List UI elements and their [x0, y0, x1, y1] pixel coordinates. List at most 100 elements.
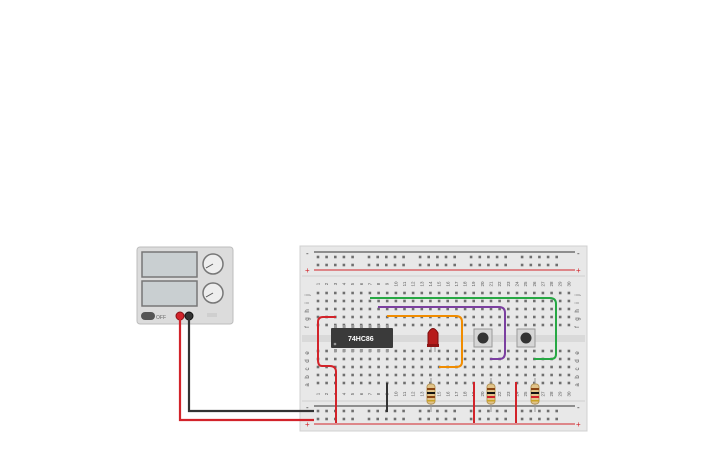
terminal-hole[interactable]: [541, 365, 545, 369]
terminal-hole[interactable]: [316, 381, 320, 385]
terminal-hole[interactable]: [403, 323, 406, 327]
terminal-hole[interactable]: [385, 357, 389, 361]
terminal-hole[interactable]: [429, 323, 432, 327]
terminal-hole[interactable]: [550, 307, 553, 311]
terminal-hole[interactable]: [325, 381, 328, 385]
rail-hole[interactable]: [555, 409, 558, 413]
rail-hole[interactable]: [351, 409, 354, 413]
terminal-hole[interactable]: [342, 357, 346, 361]
terminal-hole[interactable]: [455, 299, 458, 303]
wire-purple[interactable]: [378, 306, 506, 360]
terminal-hole[interactable]: [524, 299, 527, 303]
pushbutton-2[interactable]: [516, 328, 536, 348]
wire-green[interactable]: [370, 297, 557, 360]
terminal-hole[interactable]: [411, 299, 415, 303]
rail-hole[interactable]: [325, 255, 328, 259]
terminal-hole[interactable]: [394, 357, 398, 361]
terminal-hole[interactable]: [541, 323, 545, 327]
terminal-hole[interactable]: [558, 381, 562, 385]
terminal-hole[interactable]: [558, 365, 562, 369]
terminal-hole[interactable]: [533, 373, 536, 377]
terminal-hole[interactable]: [394, 381, 398, 385]
terminal-hole[interactable]: [420, 357, 424, 361]
terminal-hole[interactable]: [420, 373, 424, 377]
terminal-hole[interactable]: [368, 357, 372, 361]
terminal-hole[interactable]: [567, 365, 571, 369]
terminal-hole[interactable]: [567, 299, 571, 303]
terminal-hole[interactable]: [463, 291, 467, 295]
terminal-hole[interactable]: [429, 349, 432, 353]
terminal-hole[interactable]: [351, 315, 354, 319]
terminal-hole[interactable]: [472, 357, 475, 361]
rail-hole[interactable]: [529, 409, 533, 413]
terminal-hole[interactable]: [489, 299, 493, 303]
rail-hole[interactable]: [487, 263, 490, 267]
rail-hole[interactable]: [385, 255, 388, 259]
terminal-hole[interactable]: [550, 299, 553, 303]
terminal-hole[interactable]: [316, 299, 320, 303]
terminal-hole[interactable]: [558, 291, 562, 295]
terminal-hole[interactable]: [351, 307, 354, 311]
rail-hole[interactable]: [427, 263, 430, 267]
terminal-hole[interactable]: [463, 323, 467, 327]
terminal-hole[interactable]: [377, 299, 380, 303]
terminal-hole[interactable]: [403, 373, 406, 377]
terminal-hole[interactable]: [359, 365, 363, 369]
rail-hole[interactable]: [520, 409, 524, 413]
terminal-hole[interactable]: [342, 291, 346, 295]
terminal-hole[interactable]: [481, 299, 484, 303]
terminal-hole[interactable]: [567, 357, 571, 361]
rail-hole[interactable]: [555, 417, 558, 421]
terminal-hole[interactable]: [489, 315, 493, 319]
pushbutton-1[interactable]: [473, 328, 493, 348]
terminal-hole[interactable]: [403, 307, 406, 311]
resistor-3[interactable]: [530, 378, 540, 412]
terminal-hole[interactable]: [394, 299, 398, 303]
terminal-hole[interactable]: [498, 323, 501, 327]
rail-hole[interactable]: [504, 263, 507, 267]
rail-hole[interactable]: [436, 255, 439, 259]
terminal-hole[interactable]: [515, 373, 519, 377]
terminal-hole[interactable]: [507, 349, 510, 353]
terminal-hole[interactable]: [325, 307, 328, 311]
terminal-hole[interactable]: [455, 373, 458, 377]
rail-hole[interactable]: [453, 255, 456, 259]
terminal-hole[interactable]: [472, 323, 475, 327]
pushbutton-2-cap[interactable]: [520, 332, 532, 344]
terminal-hole[interactable]: [342, 307, 346, 311]
terminal-hole[interactable]: [463, 315, 467, 319]
terminal-hole[interactable]: [394, 365, 398, 369]
rail-hole[interactable]: [520, 255, 524, 259]
terminal-hole[interactable]: [472, 315, 475, 319]
terminal-hole[interactable]: [403, 291, 406, 295]
terminal-hole[interactable]: [558, 373, 562, 377]
terminal-hole[interactable]: [437, 349, 441, 353]
terminal-hole[interactable]: [394, 323, 398, 327]
terminal-hole[interactable]: [507, 357, 510, 361]
terminal-hole[interactable]: [325, 291, 328, 295]
terminal-hole[interactable]: [550, 373, 553, 377]
terminal-hole[interactable]: [394, 349, 398, 353]
rail-hole[interactable]: [546, 263, 550, 267]
terminal-hole[interactable]: [558, 357, 562, 361]
terminal-hole[interactable]: [507, 307, 510, 311]
terminal-hole[interactable]: [558, 349, 562, 353]
terminal-hole[interactable]: [420, 381, 424, 385]
terminal-hole[interactable]: [489, 291, 493, 295]
terminal-hole[interactable]: [533, 291, 536, 295]
terminal-hole[interactable]: [377, 357, 380, 361]
terminal-hole[interactable]: [342, 315, 346, 319]
terminal-hole[interactable]: [377, 381, 380, 385]
terminal-hole[interactable]: [334, 299, 337, 303]
rail-hole[interactable]: [538, 409, 541, 413]
terminal-hole[interactable]: [524, 307, 527, 311]
terminal-hole[interactable]: [472, 299, 475, 303]
terminal-hole[interactable]: [507, 373, 510, 377]
terminal-hole[interactable]: [481, 357, 484, 361]
terminal-hole[interactable]: [385, 307, 389, 311]
terminal-hole[interactable]: [524, 349, 527, 353]
terminal-hole[interactable]: [385, 373, 389, 377]
terminal-hole[interactable]: [515, 307, 519, 311]
rail-hole[interactable]: [367, 263, 371, 267]
terminal-hole[interactable]: [411, 349, 415, 353]
